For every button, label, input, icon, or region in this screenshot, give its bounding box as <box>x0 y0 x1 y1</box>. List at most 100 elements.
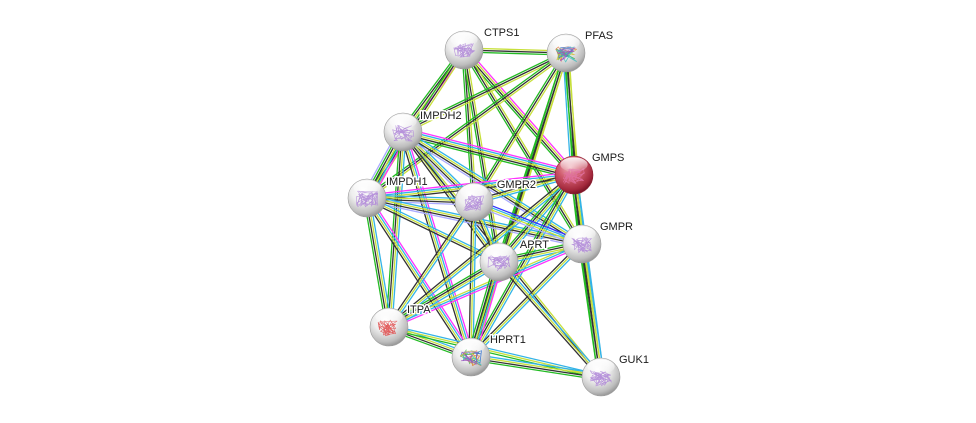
edge-line-coexpression <box>387 131 403 327</box>
edge-line-textmining <box>464 48 576 175</box>
edge-line-coexpression <box>366 52 567 199</box>
node-highlight <box>450 32 478 47</box>
node-label-halo: ITPA <box>407 304 431 316</box>
edge-APRT-GUK1[interactable] <box>497 260 603 379</box>
edge-GMPS-HPRT1[interactable] <box>467 173 578 359</box>
edge-line-neighborhood <box>578 244 599 378</box>
edge-line-fusion <box>474 198 584 242</box>
edge-line-databases <box>390 202 477 329</box>
edge-line-coexpression <box>580 244 601 378</box>
edge-PFAS-GMPR2[interactable] <box>471 51 569 204</box>
edge-line-textmining <box>389 262 500 329</box>
edge-line-coexpression <box>469 174 574 357</box>
edge-line-coexpression <box>399 132 469 359</box>
edge-line-neighborhood <box>470 359 601 381</box>
node-label-halo: GMPR2 <box>497 179 536 191</box>
edge-line-neighborhood <box>467 173 572 356</box>
edge-line-coexpression <box>363 199 470 359</box>
edge-line-experiments <box>405 130 475 357</box>
edge-CTPS1-GMPR[interactable] <box>461 48 585 246</box>
node-label-halo: PFAS <box>585 30 613 42</box>
edge-line-neighborhood <box>401 50 566 131</box>
protein-structure-icon <box>589 370 612 387</box>
node-label-halo: GUK1 <box>619 354 649 366</box>
node-label: PFAS <box>585 30 613 42</box>
node-highlight <box>460 184 488 199</box>
edge-line-coexpression <box>469 242 582 357</box>
edge-HPRT1-GUK1[interactable] <box>470 353 602 381</box>
node-highlight <box>457 339 485 354</box>
edge-line-neighborhood <box>387 258 498 325</box>
edge-PFAS-IMPDH2[interactable] <box>401 50 568 135</box>
edge-line-textmining <box>389 132 405 328</box>
edge-line-textmining <box>365 198 471 358</box>
node-label-halo: HPRT1 <box>490 334 526 346</box>
edge-line-textmining <box>475 53 569 204</box>
edge-IMPDH2-HPRT1[interactable] <box>399 130 475 359</box>
edge-GMPR-HPRT1[interactable] <box>469 242 584 359</box>
edge-line-databases <box>584 243 605 377</box>
edge-line-neighborhood <box>471 51 565 202</box>
edge-GMPR2-GMPR[interactable] <box>472 198 584 248</box>
edge-line-coexpression <box>402 52 567 133</box>
edge-line-coexpression <box>388 260 499 327</box>
edge-line-coexpression <box>473 52 567 203</box>
node-highlight <box>587 359 615 374</box>
edge-line-databases <box>390 264 501 331</box>
edge-line-coexpression <box>462 50 574 177</box>
edge-line-databases <box>473 176 578 359</box>
edge-line-databases <box>369 197 393 327</box>
edge-line-neighborhood <box>461 50 473 203</box>
node-label-halo: CTPS1 <box>484 27 519 39</box>
edge-line-coexpression <box>365 198 389 328</box>
edge-line-coexpression <box>387 172 574 326</box>
edge-line-databases <box>471 244 584 359</box>
edge-line-coexpression <box>386 200 473 327</box>
edge-line-textmining <box>498 261 602 378</box>
edge-line-textmining <box>403 54 568 135</box>
edge-line-coexpression <box>402 133 574 178</box>
edge-line-textmining <box>472 53 569 358</box>
edge-line-experiments <box>389 245 584 330</box>
node-label: APRT <box>520 239 549 251</box>
node-label: IMPDH1 <box>386 176 428 188</box>
node-label-halo: GMPS <box>592 152 624 164</box>
node-highlight <box>560 157 588 172</box>
node-label-halo: IMPDH1 <box>386 176 428 188</box>
edge-line-neighborhood <box>461 50 581 246</box>
node-label: GMPS <box>592 152 624 164</box>
edge-line-textmining <box>367 197 391 327</box>
edge-GMPR2-ITPA[interactable] <box>386 200 477 329</box>
node-highlight <box>353 180 381 195</box>
edge-line-coexpression <box>470 357 601 379</box>
node-highlight <box>552 35 580 50</box>
edge-line-textmining <box>388 174 575 328</box>
edge-IMPDH2-ITPA[interactable] <box>385 131 407 328</box>
edge-line-homology <box>472 204 582 248</box>
edge-IMPDH2-GMPS[interactable] <box>401 127 576 180</box>
edge-line-databases <box>389 324 602 376</box>
node-label: IMPDH2 <box>420 110 462 122</box>
edge-APRT-ITPA[interactable] <box>387 258 501 331</box>
edge-line-textmining <box>473 202 582 246</box>
edge-line-textmining <box>470 243 583 358</box>
edge-line-textmining <box>465 48 585 244</box>
edge-IMPDH1-ITPA[interactable] <box>363 197 393 328</box>
edge-line-databases <box>403 131 473 357</box>
edge-GMPR-GUK1[interactable] <box>578 243 605 378</box>
edge-line-experiments <box>403 127 576 172</box>
node-label-halo: GMPR <box>600 221 633 233</box>
edge-line-coexpression <box>366 198 582 246</box>
